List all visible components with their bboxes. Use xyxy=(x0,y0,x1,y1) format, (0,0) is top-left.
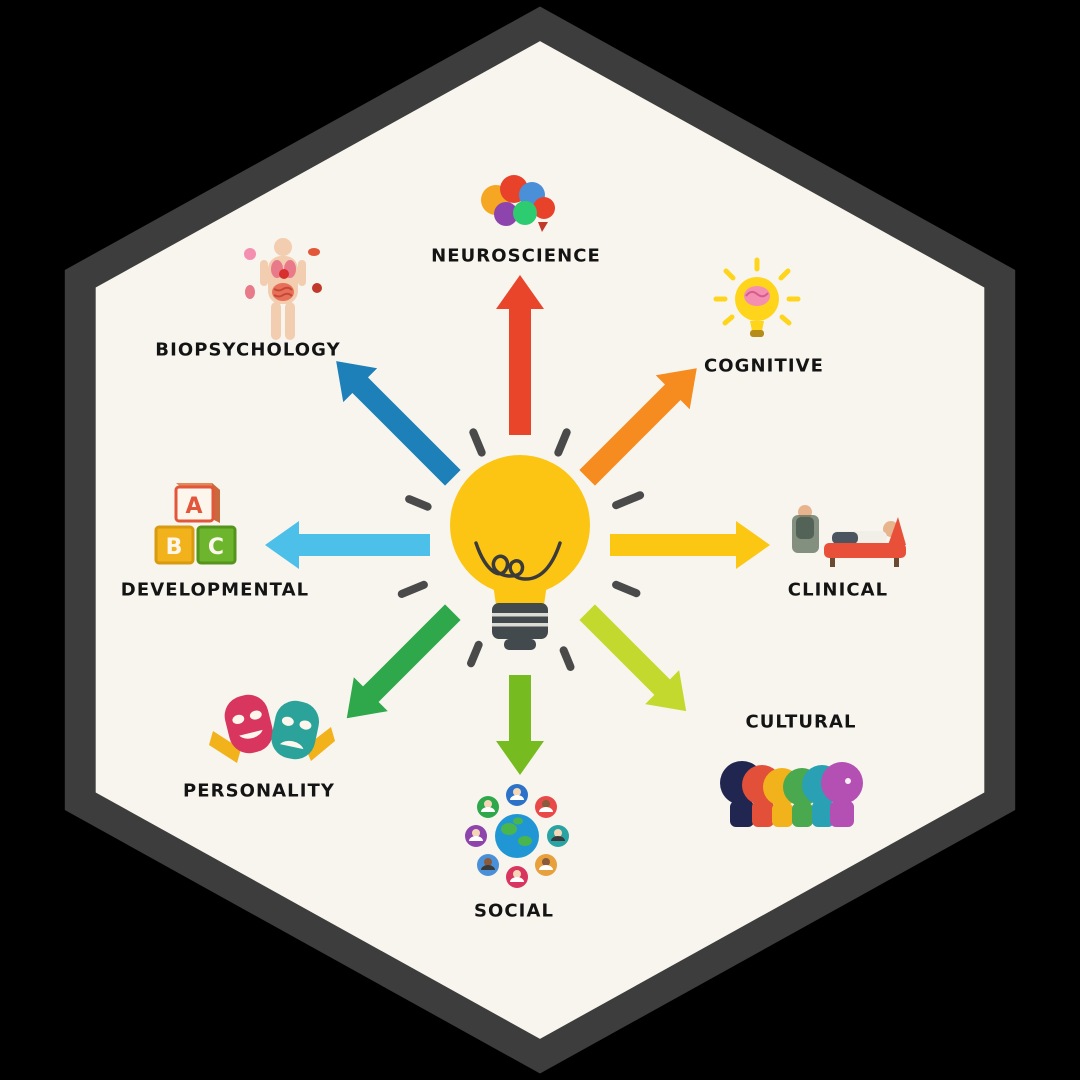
spoke-label-biopsychology: BIOPSYCHOLOGY xyxy=(155,339,341,361)
diverse-faces-icon xyxy=(720,761,863,827)
arrow-neuroscience xyxy=(496,275,544,435)
spoke-label-clinical: CLINICAL xyxy=(787,579,889,601)
dash-accent xyxy=(467,640,483,668)
dash-accent xyxy=(469,428,486,457)
arrow-cultural xyxy=(579,604,687,712)
arrow-developmental xyxy=(265,521,430,569)
svg-text:C: C xyxy=(208,535,224,560)
anatomy-icon xyxy=(244,238,322,340)
theater-masks-icon xyxy=(209,694,335,763)
spoke-label-neuroscience: NEUROSCIENCE xyxy=(431,245,601,267)
spoke-label-personality: PERSONALITY xyxy=(183,780,335,802)
therapy-couch-icon xyxy=(792,505,906,567)
dash-accent xyxy=(559,646,575,671)
dash-accent xyxy=(612,580,641,598)
arrow-personality xyxy=(346,604,461,719)
brain-icon xyxy=(481,175,555,232)
svg-text:A: A xyxy=(185,494,202,519)
dash-accent xyxy=(405,495,432,511)
spoke-label-developmental: DEVELOPMENTAL xyxy=(120,579,310,601)
spoke-label-social: SOCIAL xyxy=(473,900,555,922)
spoke-label-cognitive: COGNITIVE xyxy=(704,355,824,377)
lightbulb-icon xyxy=(450,455,590,650)
globe-people-icon xyxy=(465,784,569,888)
svg-text:B: B xyxy=(166,535,183,560)
dash-accent xyxy=(612,491,645,510)
lightbulb-brain-icon xyxy=(713,257,801,337)
spoke-label-cultural: CULTURAL xyxy=(745,711,857,733)
dash-accent xyxy=(397,580,428,598)
abc-blocks-icon: A B C xyxy=(154,483,237,565)
dash-accent xyxy=(554,428,571,457)
arrow-cognitive xyxy=(579,368,697,486)
arrow-clinical xyxy=(610,521,770,569)
arrow-social xyxy=(496,675,544,775)
arrow-biopsychology xyxy=(336,361,461,486)
